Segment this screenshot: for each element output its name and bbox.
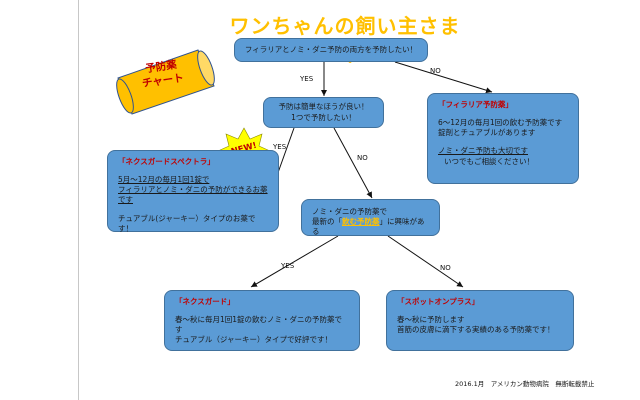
easy-question-line-1: 予防は簡単なほうが良い！ (278, 102, 369, 112)
spot-title: 「スポットオンプラス」 (397, 297, 480, 306)
arrow-oral-to-spot (387, 235, 464, 288)
oral-question-prefix: 最新の「 (312, 217, 342, 227)
page-edge-line (78, 0, 79, 400)
spot-line-1: 春～秋に予防します (397, 315, 465, 325)
arrow-oral-to-nexgard (250, 235, 339, 288)
nexgard-title: 「ネクスガード」 (175, 297, 235, 306)
edge-label-yes-1: YES (300, 75, 314, 83)
spectra-note: チュアブル(ジャーキー）タイプのお薬です！ (118, 213, 256, 233)
spectra-box: 「ネクスガードスペクトラ」 5月～12月の毎月1回1錠で フィラリアとノミ・ダニ… (107, 150, 279, 233)
nexgard-line-2: チュアブル（ジャーキー）タイプで好評です！ (175, 335, 332, 345)
spot-box: 「スポットオンプラス」 春～秋に予防します 首筋の皮膚に滴下する実績のある予防薬… (386, 290, 574, 351)
oral-question-highlight: 飲む予防薬 (342, 217, 380, 227)
filaria-line-2: 錠剤とチュアブルがあります (438, 128, 536, 138)
edge-label-yes-3: YES (281, 262, 295, 270)
filaria-box: 「フィラリア予防薬」 6～12月の毎月1回の飲む予防薬です 錠剤とチュアブルがあ… (427, 93, 579, 184)
nexgard-box: 「ネクスガード」 春～秋に毎月1回1錠の飲むノミ・ダニの予防薬です チュアブル（… (164, 290, 360, 351)
oral-question-suffix: 」に興味がある (312, 217, 425, 237)
filaria-note-underlined: ノミ・ダニ予防も大切です (438, 146, 528, 156)
arrow-easy-to-oral (333, 127, 373, 199)
oral-question-line-1: ノミ・ダニの予防薬で (312, 207, 387, 216)
start-question-text: フィラリアとノミ・ダニ予防の両方を予防したい！ (244, 44, 418, 54)
edge-label-yes-2: YES (273, 143, 287, 151)
filaria-note: いつでもご相談ください！ (444, 156, 534, 166)
easy-question-line-2: 1つで予防したい！ (291, 112, 356, 122)
edge-label-no-1: NO (430, 67, 441, 75)
edge-label-no-2: NO (357, 154, 368, 162)
footer-credit: 2016.1月 アメリカン動物病院 無断転載禁止 (455, 380, 595, 388)
start-question-box: フィラリアとノミ・ダニ予防の両方を予防したい！ (234, 38, 428, 62)
edge-label-no-3: NO (440, 264, 451, 272)
spectra-line-2: フィラリアとノミ・ダニの予防ができるお薬です (118, 185, 268, 205)
arrow-start-to-filaria (394, 61, 493, 94)
easy-question-box: 予防は簡単なほうが良い！ 1つで予防したい！ (263, 97, 384, 128)
filaria-title: 「フィラリア予防薬」 (438, 100, 513, 109)
oral-question-line-2: 最新の「飲む予防薬」に興味がある (312, 217, 429, 237)
spot-line-2: 首筋の皮膚に滴下する実績のある予防薬です！ (397, 325, 555, 335)
scroll-banner (116, 49, 215, 115)
spectra-line-1: 5月～12月の毎月1回1錠で (118, 175, 210, 185)
spectra-title: 「ネクスガードスペクトラ」 (118, 157, 215, 166)
filaria-line-1: 6～12月の毎月1回の飲む予防薬です (438, 118, 563, 128)
nexgard-line-1: 春～秋に毎月1回1錠の飲むノミ・ダニの予防薬です (175, 315, 343, 335)
oral-question-box: ノミ・ダニの予防薬で 最新の「飲む予防薬」に興味がある (301, 199, 440, 236)
